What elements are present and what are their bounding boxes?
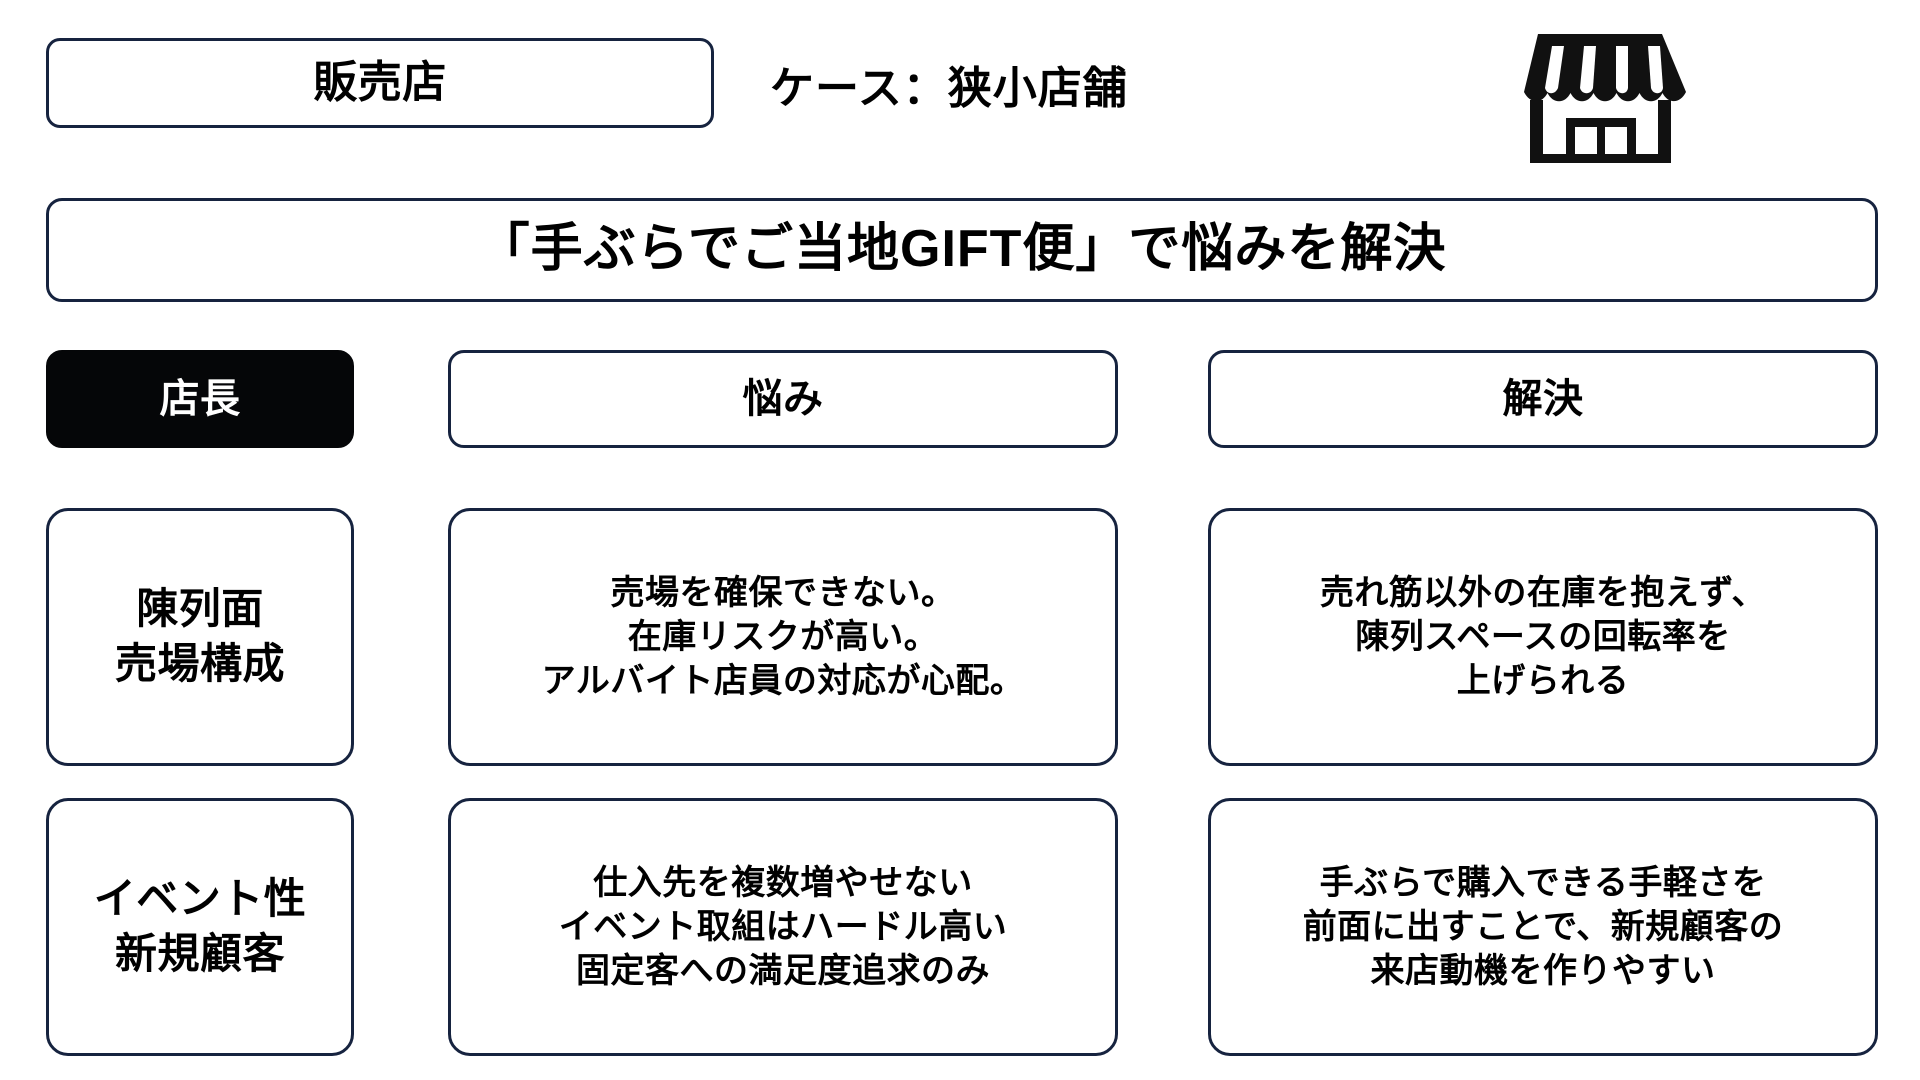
retail-store-tag: 販売店	[46, 38, 714, 128]
headline-banner: 「手ぶらでご当地GIFT便」で悩みを解決	[46, 198, 1878, 302]
row-solution-cell: 手ぶらで購入できる手軽さを 前面に出すことで、新規顧客の 来店動機を作りやすい	[1208, 798, 1878, 1056]
column-header-solution: 解決	[1208, 350, 1878, 448]
case-label: ケース：狭小店舗	[770, 64, 1128, 113]
column-header-role: 店長	[46, 350, 354, 448]
row-problem-cell: 売場を確保できない。 在庫リスクが高い。 アルバイト店員の対応が心配。	[448, 508, 1118, 766]
row-label: イベント性 新規顧客	[46, 798, 354, 1056]
row-problem-cell: 仕入先を複数増やせない イベント取組はハードル高い 固定客への満足度追求のみ	[448, 798, 1118, 1056]
row-label: 陳列面 売場構成	[46, 508, 354, 766]
storefront-icon	[1508, 18, 1692, 166]
column-header-problem: 悩み	[448, 350, 1118, 448]
row-solution-cell: 売れ筋以外の在庫を抱えず、 陳列スペースの回転率を 上げられる	[1208, 508, 1878, 766]
